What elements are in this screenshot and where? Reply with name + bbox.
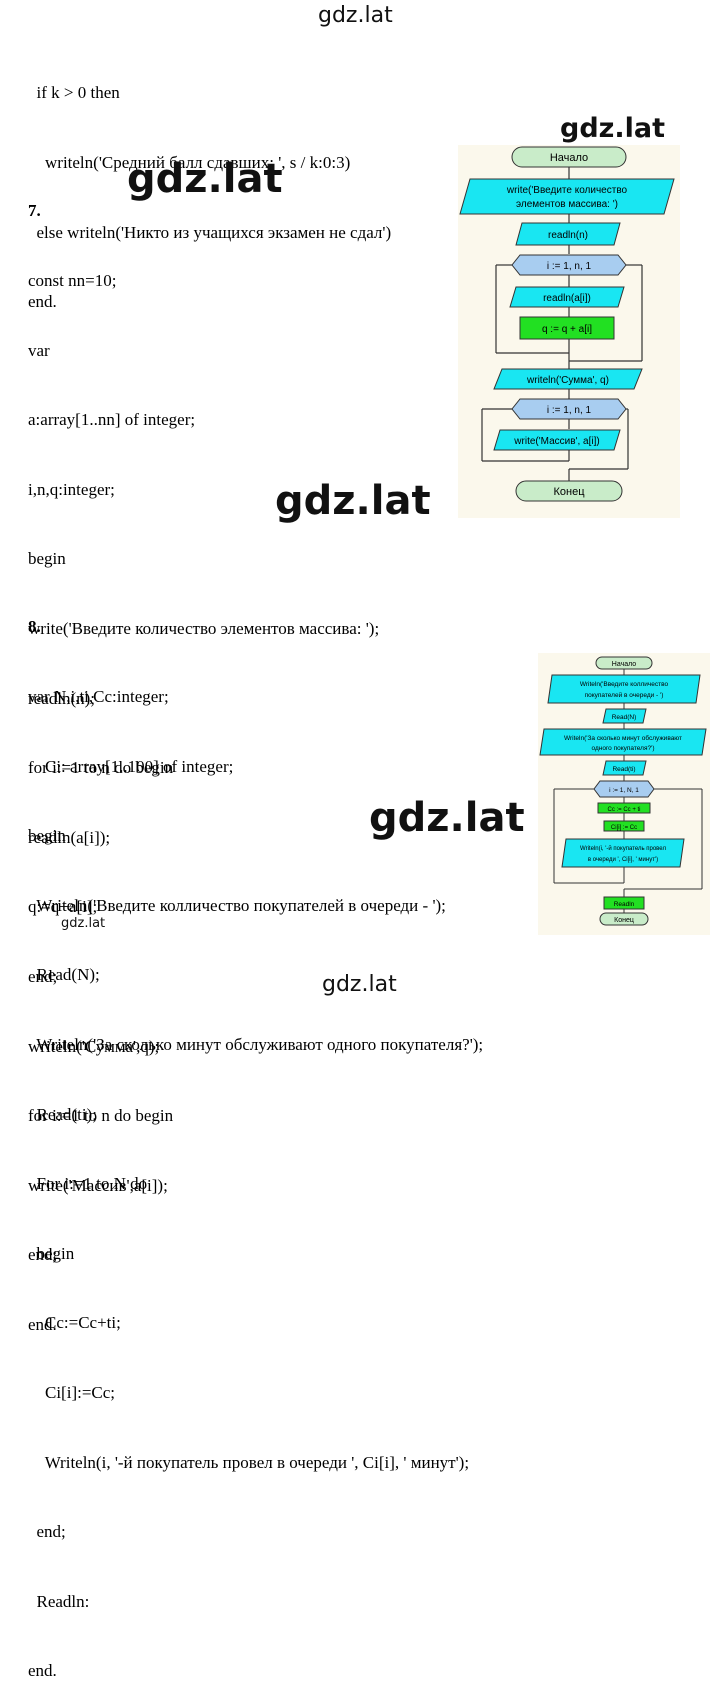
code-line: writeln('Средний балл сдавших: ', s / k:… <box>28 153 351 172</box>
code-line: for i:=1 to n do begin <box>28 758 174 778</box>
code-line: Read(N); <box>28 965 100 985</box>
flow7-end-terminal <box>515 480 623 502</box>
flow7-loop2-hexagon <box>511 398 627 420</box>
watermark-bottom: gdz.lat <box>322 972 397 997</box>
code-line: Writeln('За сколько минут обслуживают од… <box>28 1034 484 1054</box>
code-line: readln(n); <box>28 688 96 708</box>
flow8-readti-io <box>602 760 647 776</box>
flow7-write-label-1: write('Введите количество <box>506 185 628 196</box>
flowchart-task7-svg: Начало write('Введите количество элемент… <box>459 146 675 502</box>
task8-number: 8. <box>28 617 41 637</box>
flow8-start-label: Начало <box>612 661 636 668</box>
flow8-end-label: Конец <box>614 917 634 924</box>
flowchart-task7: Начало write('Введите количество элемент… <box>458 145 680 518</box>
code-line: Ci: array[1..100] of integer; <box>28 756 234 776</box>
flow8-readln-process <box>603 896 645 910</box>
code-line: begin <box>28 826 66 846</box>
code-block-top: if k > 0 then writeln('Средний балл сдав… <box>28 35 391 337</box>
flow8-readln-label: Readln <box>614 901 635 908</box>
code-line: Writeln('Введите колличество покупателей… <box>28 895 446 915</box>
code-line: i,n,q:integer; <box>28 479 115 499</box>
flow8-readN-label: Read(N) <box>612 714 637 721</box>
watermark-big-1: gdz.lat <box>560 113 666 144</box>
code-line: else writeln('Никто из учащихся экзамен … <box>28 222 392 242</box>
code-line: var N,i,ti,Cc:integer; <box>28 687 169 706</box>
flow7-write-input-output <box>459 178 675 215</box>
code-line: Read(ti); <box>28 1104 97 1124</box>
flowchart-task8-svg: Начало Writeln('Введите колличество поку… <box>539 656 707 926</box>
flow7-loop1-label: i := 1, n, 1 <box>547 261 592 272</box>
flow7-end-label: Конец <box>553 486 585 498</box>
flowchart-task8: Начало Writeln('Введите колличество поку… <box>538 653 710 935</box>
code-line: Cc:=Cc+ti; <box>28 1313 121 1333</box>
code-line: end; <box>28 966 58 986</box>
code-line: Ci[i]:=Cc; <box>28 1382 116 1402</box>
flow7-loop1-hexagon <box>511 254 627 276</box>
flow7-writearr-io <box>493 429 621 451</box>
flow8-writeln2-io <box>539 728 707 756</box>
flow8-writeln1-label-2: покупателей в очереди - ') <box>585 691 664 699</box>
flow7-readn-label: readln(n) <box>548 230 588 241</box>
flow8-end-terminal <box>599 912 649 926</box>
flow8-writeln2-label-2: одного покупателя?') <box>591 745 654 752</box>
flow8-loop-hexagon <box>593 780 655 798</box>
flow7-reada-label: readln(a[i]) <box>543 293 591 304</box>
flow7-start-terminal <box>511 146 627 168</box>
code-line: end. <box>28 1661 57 1681</box>
flow8-writeln1-io <box>547 674 701 704</box>
task7-number: 7. <box>28 201 41 221</box>
flow8-ci-process <box>603 820 645 832</box>
watermark-small: gdz.lat <box>61 916 106 931</box>
code-line: begin <box>28 1243 75 1263</box>
flow7-sum-process <box>519 316 615 340</box>
flow8-cc-label: Cc := Cc + ti <box>607 807 640 813</box>
flow8-writeln3-io <box>561 838 685 868</box>
flow8-start-terminal <box>595 656 653 670</box>
code-line: if k > 0 then <box>28 83 120 103</box>
flow7-reada-io <box>509 286 625 308</box>
watermark-big-2: gdz.lat <box>127 156 283 202</box>
flow8-writeln1-label-1: Writeln('Введите колличество <box>580 681 669 688</box>
code-line: write('Введите количество элементов масс… <box>28 618 380 638</box>
flow8-loop-label: i := 1, N, 1 <box>609 787 639 794</box>
code-line: a:array[1..nn] of integer; <box>28 410 196 430</box>
flow7-write-label-2: элементов массива: ') <box>516 199 618 210</box>
flow7-loop2-label: i := 1, n, 1 <box>547 405 592 416</box>
code-line: readln(a[i]); <box>28 827 111 847</box>
code-line: var <box>28 340 50 360</box>
flow7-writesum-io <box>493 368 643 390</box>
code-line: const nn=10; <box>28 271 117 290</box>
flow8-readN-io <box>602 708 647 724</box>
flow8-writeln3-label-2: в очереди ', Ci[i], ' минут') <box>588 857 658 863</box>
code-line: Writeln(i, '-й покупатель провел в очере… <box>28 1452 470 1472</box>
flow8-writeln2-label-1: Writeln('За сколько минут обслуживают <box>564 734 682 742</box>
code-line: q:=q+a[i]; <box>28 897 98 917</box>
code-line: Readln: <box>28 1591 90 1611</box>
flow8-writeln3-label-1: Writeln(i, '-й покупатель провел <box>580 845 666 852</box>
flow8-readti-label: Read(ti) <box>612 766 635 773</box>
flow8-ci-label: Ci[i] := Cc <box>611 825 637 831</box>
flow7-sum-label: q := q + a[i] <box>542 324 592 335</box>
task8-code: 8. var N,i,ti,Cc:integer; Ci: array[1..1… <box>28 569 483 1706</box>
flow7-readn-io <box>515 222 621 246</box>
code-line: begin <box>28 549 66 569</box>
code-line: end. <box>28 292 57 312</box>
flow7-writesum-label: writeln('Сумма', q) <box>526 375 609 386</box>
watermark-big-3: gdz.lat <box>275 478 431 524</box>
code-line: For i:=1 to N do <box>28 1174 148 1194</box>
watermark-big-4: gdz.lat <box>369 795 525 841</box>
flow7-start-label: Начало <box>550 152 588 164</box>
code-line: end; <box>28 1522 66 1542</box>
flow8-cc-process <box>597 802 651 814</box>
flow7-writearr-label: write('Массив', a[i]) <box>513 436 599 447</box>
watermark-top: gdz.lat <box>318 3 393 28</box>
